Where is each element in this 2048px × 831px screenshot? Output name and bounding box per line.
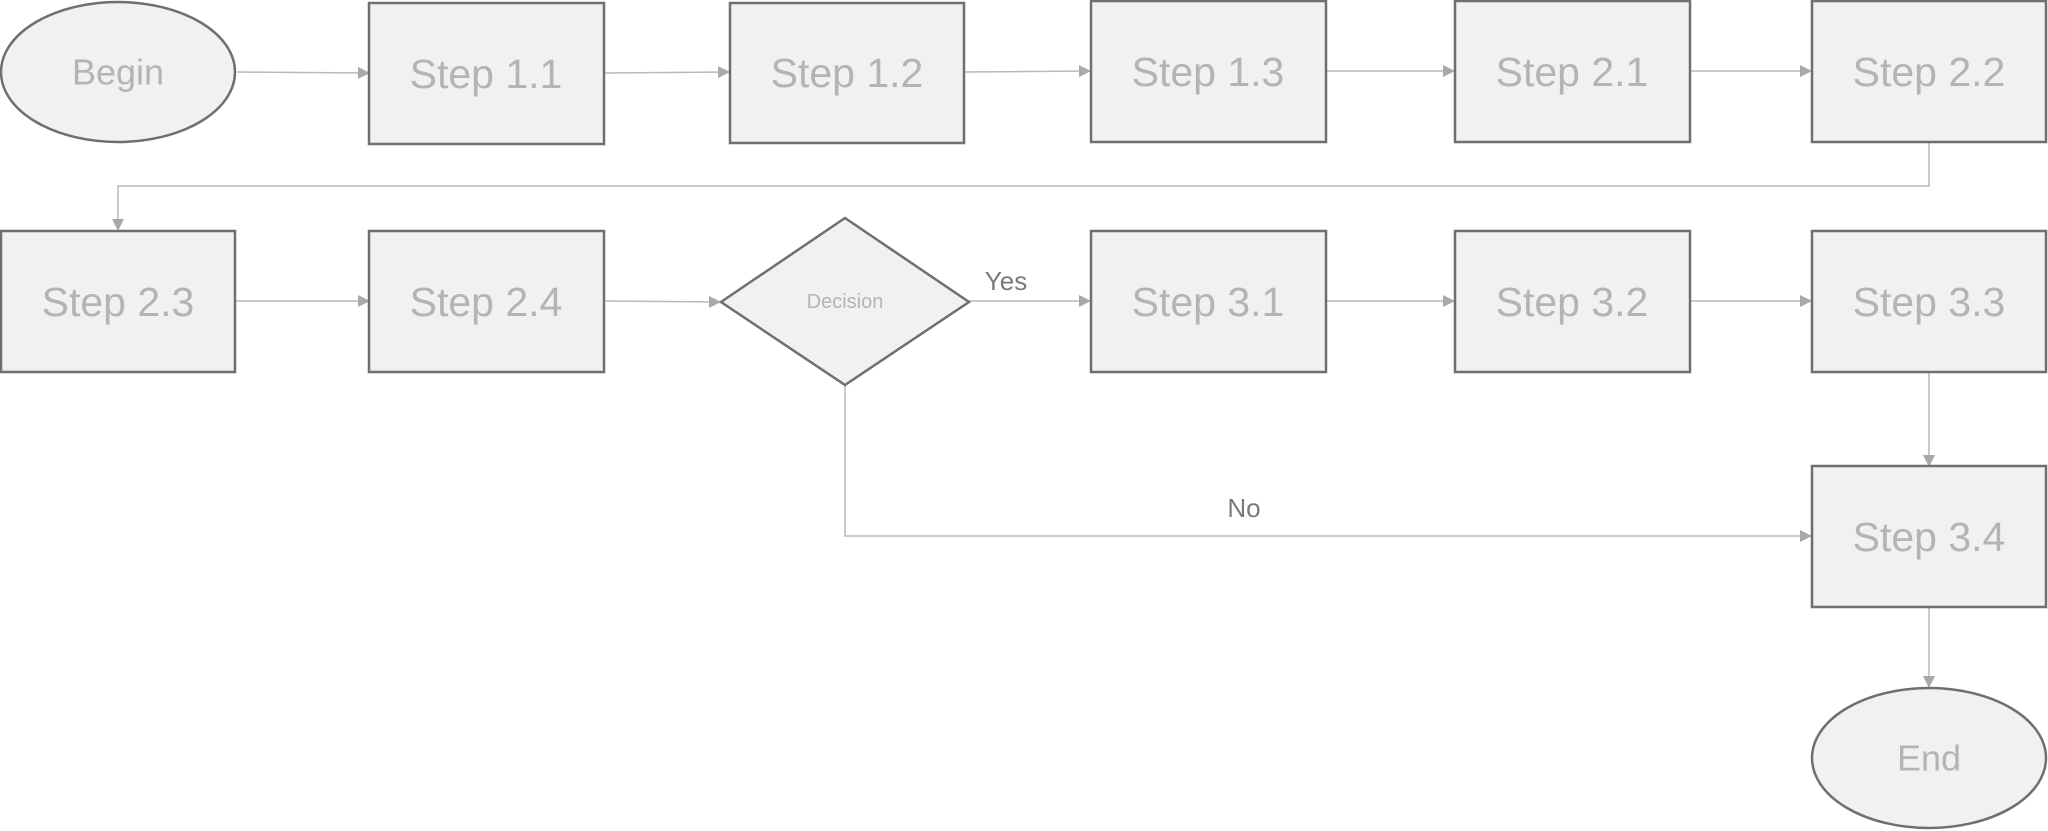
node-step-2-4-label: Step 2.4 [410, 279, 563, 325]
node-step-1-1[interactable]: Step 1.1 [367, 1, 606, 146]
node-decision[interactable]: Decision [718, 216, 972, 387]
node-step-3-3-shape [1810, 229, 2048, 374]
node-step-1-2[interactable]: Step 1.2 [728, 1, 966, 145]
node-step-3-3[interactable]: Step 3.3 [1810, 229, 2048, 374]
node-step-1-2-label: Step 1.2 [771, 50, 924, 96]
node-step-3-4[interactable]: Step 3.4 [1810, 464, 2048, 609]
node-end[interactable]: End [1810, 686, 2048, 830]
node-decision-shape [718, 216, 972, 387]
node-step-2-1[interactable]: Step 2.1 [1453, 0, 1692, 144]
node-step-3-2[interactable]: Step 3.2 [1453, 229, 1692, 374]
node-end-shape [1810, 686, 2048, 830]
node-begin-shape [0, 0, 237, 144]
node-step-2-4-shape [367, 229, 606, 374]
node-begin[interactable]: Begin [0, 0, 237, 144]
node-step-1-3[interactable]: Step 1.3 [1089, 0, 1328, 144]
node-step-3-2-shape [1453, 229, 1692, 374]
node-step-3-2-label: Step 3.2 [1496, 279, 1649, 325]
node-step-3-4-shape [1810, 464, 2048, 609]
edge-label-yes: Yes [985, 266, 1027, 296]
node-step-2-2-shape [1810, 0, 2048, 144]
edge-label-no: No [1227, 493, 1260, 523]
node-step-3-3-label: Step 3.3 [1853, 279, 2006, 325]
node-step-3-1[interactable]: Step 3.1 [1089, 229, 1328, 374]
node-begin-label: Begin [72, 52, 164, 93]
node-step-3-1-shape [1089, 229, 1328, 374]
node-step-1-1-shape [367, 1, 606, 146]
edge-step-2-2-step-2-3 [112, 143, 1930, 231]
node-step-2-2[interactable]: Step 2.2 [1810, 0, 2048, 144]
node-step-2-1-shape [1453, 0, 1692, 144]
node-step-2-2-label: Step 2.2 [1853, 49, 2006, 95]
node-step-2-4[interactable]: Step 2.4 [367, 229, 606, 374]
node-step-2-3[interactable]: Step 2.3 [0, 229, 237, 374]
edge-step-1-2-step-1-3 [963, 65, 1091, 78]
node-step-1-1-label: Step 1.1 [410, 51, 563, 97]
node-decision-label: Decision [807, 291, 884, 313]
edge-step-1-1-step-1-2 [603, 66, 730, 79]
node-step-2-1-label: Step 2.1 [1496, 49, 1649, 95]
node-step-2-3-label: Step 2.3 [42, 279, 195, 325]
edge-step-2-4-decision [603, 295, 721, 308]
node-step-1-3-shape [1089, 0, 1328, 144]
node-step-1-3-label: Step 1.3 [1132, 49, 1285, 95]
edge-decision-no-step-3-4 [844, 385, 1812, 542]
node-step-3-4-label: Step 3.4 [1853, 514, 2006, 560]
edges [112, 65, 1935, 688]
edge-begin-step-1-1 [236, 66, 370, 79]
node-step-2-3-shape [0, 229, 237, 374]
node-step-1-2-shape [728, 1, 966, 145]
node-step-3-1-label: Step 3.1 [1132, 279, 1285, 325]
node-end-label: End [1897, 738, 1961, 779]
